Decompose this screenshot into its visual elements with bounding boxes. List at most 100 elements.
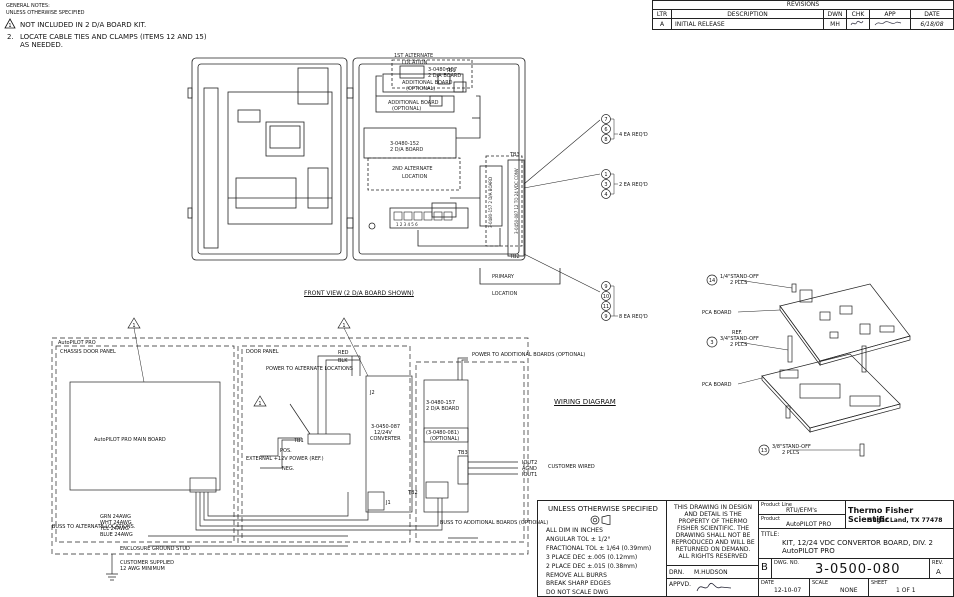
- wiring-iout2: IOUT2: [522, 460, 537, 466]
- dwg-no-label: DWG. NO.: [774, 560, 799, 566]
- tb1-label: TB1: [445, 68, 456, 74]
- wire-grn: GRN 24AWG: [100, 514, 131, 520]
- conv-board-vertical: 3-0480-157 2 D/A BOARD: [488, 177, 493, 228]
- sheet: 1 OF 1: [896, 587, 916, 594]
- wiring-buss-to-alt: BUSS TO ALTERNATE LOCATIONS.: [52, 524, 136, 530]
- balloon-3: 3: [604, 182, 607, 188]
- wire-wht: WHT 24AWG: [100, 520, 132, 526]
- rev-header-ltr: LTR: [652, 9, 672, 19]
- drn-name: M.HUDSON: [694, 569, 728, 576]
- balloon-upper-qty: 4 EA REQ'D: [619, 132, 648, 138]
- rev-ltr: A: [652, 18, 672, 30]
- balloon-11: 11: [603, 304, 609, 310]
- standoff-14-plcs: 2 PLCS: [730, 280, 747, 286]
- rev-chk-signature: [846, 18, 870, 30]
- wiring-tb1: TB1: [293, 438, 304, 444]
- svg-text:1: 1: [258, 401, 261, 407]
- rev-header-description: DESCRIPTION: [671, 9, 824, 19]
- primary-label-2: LOCATION: [492, 291, 518, 297]
- wiring-power-to-alt: POWER TO ALTERNATE LOCATIONS: [266, 366, 353, 372]
- rev-label: REV.: [932, 560, 943, 566]
- revisions-table: REVISIONS LTR DESCRIPTION DWN CHK APP DA…: [652, 0, 954, 30]
- tolerance-burrs: REMOVE ALL BURRS: [546, 572, 607, 579]
- proprietary-text: THIS DRAWING IN DESIGN AND DETAIL IS THE…: [671, 504, 755, 560]
- additional-board-2: ADDITIONAL BOARD: [388, 100, 439, 106]
- additional-board-1: ADDITIONAL BOARD: [402, 80, 453, 86]
- terminal-numbers: 1 2 3 4 5 6: [396, 222, 418, 227]
- wiring-converter-3: CONVERTER: [370, 436, 401, 442]
- balloon-9b: 9: [604, 314, 607, 320]
- balloon-8: 8: [604, 137, 607, 143]
- wiring-j1: J1: [385, 500, 391, 506]
- standoff-13-plcs: 2 PLCS: [782, 450, 799, 456]
- tolerance-two-place: 2 PLACE DEC ±.015 (0.38mm): [546, 563, 638, 570]
- dwg-no: 3-0500-080: [815, 562, 901, 577]
- wiring-neg: NEG.: [282, 466, 295, 472]
- standoff-13-label: 3/8"STAND-OFF: [772, 444, 811, 450]
- alt1-label-2: LOCATION: [402, 60, 428, 66]
- alt2-label-1: 2ND ALTERNATE: [392, 166, 433, 172]
- wiring-tb3: TB3: [457, 450, 468, 456]
- tolerance-dims: ALL DIM IN INCHES: [546, 527, 603, 534]
- rev-header-date: DATE: [910, 9, 954, 19]
- board-157-b: 2 D/A BOARD: [428, 73, 461, 79]
- general-notes-title: GENERAL NOTES:: [6, 3, 50, 9]
- wiring-door-panel: DOOR PANEL: [246, 349, 279, 355]
- pca-board-bottom: PCA BOARD: [702, 382, 732, 388]
- wiring-red: RED: [338, 350, 349, 356]
- alt2-label-2: LOCATION: [402, 174, 428, 180]
- wiring-power-to-additional: POWER TO ADDITIONAL BOARDS (OPTIONAL): [472, 352, 585, 358]
- date-label: DATE: [761, 580, 775, 586]
- wiring-da-2: 2 D/A BOARD: [426, 406, 459, 412]
- product-line-label: Product Line: [761, 502, 792, 508]
- size: B: [761, 562, 768, 573]
- wiring-external-power: EXTERNAL +12V POWER (REF.): [246, 456, 324, 462]
- wiring-agnd: AGND: [522, 466, 537, 472]
- ref-label: REF.: [732, 330, 743, 336]
- rev-header-app: APP: [869, 9, 911, 19]
- wiring-pos: POS.: [280, 448, 292, 454]
- balloon-7: 7: [604, 117, 607, 123]
- standoff-3-label: 3/4"STAND-OFF: [720, 336, 759, 342]
- rev-letter: A: [936, 568, 941, 576]
- wire-blue: BLUE 24AWG: [100, 532, 133, 538]
- wiring-autopilot-pro: AutoPILOT PRO: [58, 340, 96, 346]
- tolerance-fractional: FRACTIONAL TOL ± 1/64 (0.39mm): [546, 545, 652, 552]
- balloon-1: 1: [604, 172, 607, 178]
- drn-label: DRN.: [669, 569, 685, 576]
- balloon-mid-qty: 2 EA REQ'D: [619, 182, 648, 188]
- note-2-line-1: LOCATE CABLE TIES AND CLAMPS (ITEMS 12 A…: [20, 33, 207, 41]
- wiring-converter-2: 12/24V: [374, 430, 392, 436]
- svg-text:1: 1: [342, 323, 345, 329]
- standoff-3-plcs: 2 PLCS: [730, 342, 747, 348]
- wiring-converter-1: 3-0450-087: [371, 424, 400, 430]
- board-152-b: 2 D/A BOARD: [390, 147, 423, 153]
- revisions-title: REVISIONS: [652, 0, 954, 9]
- tolerance-three-place: 3 PLACE DEC ±.005 (0.12mm): [546, 554, 638, 561]
- wiring-da-4: (OPTIONAL): [430, 436, 459, 442]
- product: AutoPILOT PRO: [786, 521, 832, 528]
- rev-header-chk: CHK: [846, 9, 870, 19]
- balloon-9: 9: [604, 284, 607, 290]
- tolerance-edges: BREAK SHARP EDGES: [546, 580, 611, 587]
- front-view-drawing: 1ST ALTERNATE LOCATION 3-0480-157 2 D/A …: [187, 53, 601, 297]
- title-line-2: AutoPILOT PRO: [782, 547, 835, 555]
- approval-signature: [696, 582, 732, 592]
- projection-symbol-icon: [590, 515, 611, 525]
- exploded-view: 14 1/4"STAND-OFF 2 PLCS PCA BOARD REF. 3…: [702, 274, 911, 457]
- wire-yel: YEL 24AWG: [99, 526, 129, 532]
- appvd-label: APPVD.: [669, 581, 691, 588]
- rev-date: 6/18/08: [910, 18, 954, 30]
- wiring-da-1: 3-0480-157: [426, 400, 455, 406]
- wiring-blk: BLK: [338, 358, 348, 364]
- wiring-main-board: AutoPILOT PRO MAIN BOARD: [94, 437, 166, 443]
- tolerance-title: UNLESS OTHERWISE SPECIFIED: [548, 505, 658, 513]
- note-2-number: 2.: [7, 33, 14, 41]
- wiring-diagram-title: WIRING DIAGRAM: [554, 398, 616, 406]
- wiring-customer-supplied-1: CUSTOMER SUPPLIED: [120, 560, 174, 566]
- primary-label-1: PRIMARY: [492, 274, 515, 280]
- pca-board-top: PCA BOARD: [702, 310, 732, 316]
- general-notes-subtitle: UNLESS OTHERWISE SPECIFIED: [6, 10, 85, 16]
- optional-2: (OPTIONAL): [392, 106, 421, 112]
- wiring-buss-to-additional: BUSS TO ADDITIONAL BOARDS (OPTIONAL): [440, 520, 548, 526]
